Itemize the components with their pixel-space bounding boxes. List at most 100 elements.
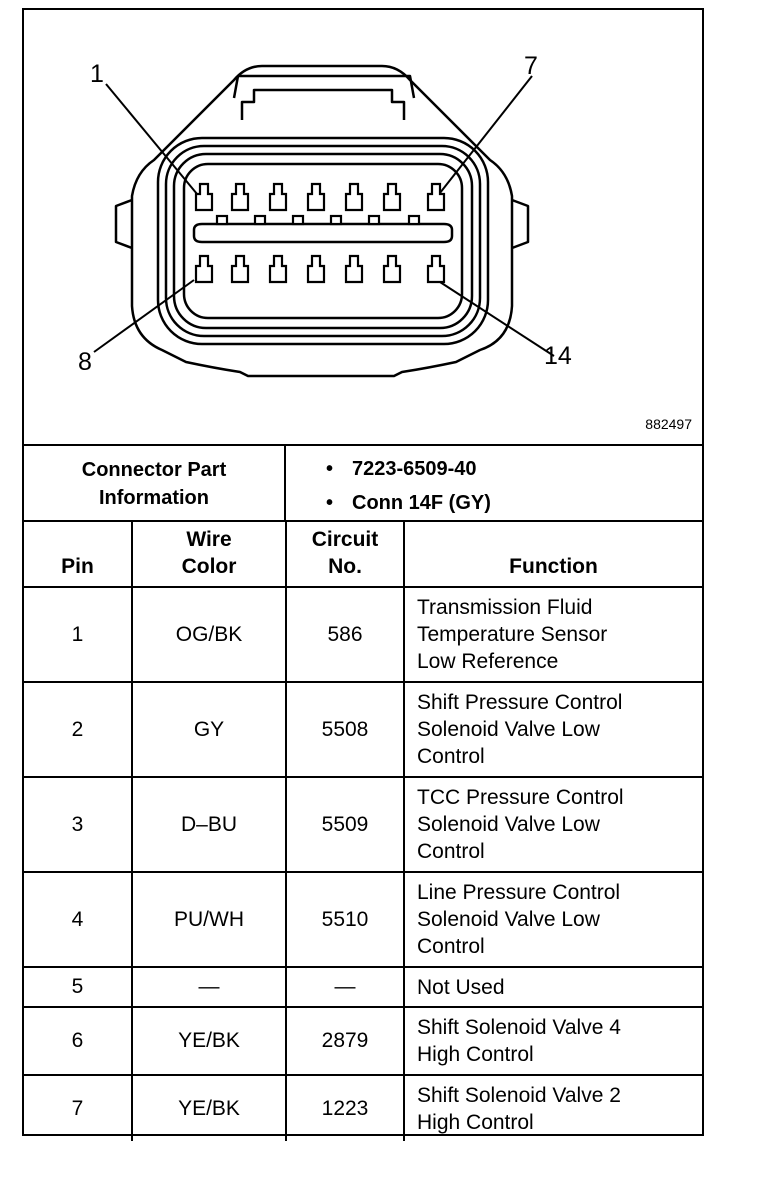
function-line: High Control <box>417 1110 534 1134</box>
pin-cell: 2 <box>24 681 133 778</box>
header-circuit-line1: Circuit <box>311 528 379 551</box>
wire-color-cell: GY <box>131 681 287 778</box>
circuit-cell: 5510 <box>285 871 405 968</box>
pin-cell: 3 <box>24 776 133 873</box>
function-cell: Not Used <box>403 966 702 1008</box>
pin-cavity-1 <box>194 182 214 212</box>
wire-color-cell: YE/BK <box>131 1074 287 1141</box>
pin-cavity-3 <box>268 182 288 212</box>
header-function: Function <box>403 520 702 588</box>
connector-face-drawing <box>93 64 555 378</box>
pin-cavity-10 <box>268 254 288 284</box>
connector-sheet: 1 7 8 14 882497 Connector Part Informati… <box>22 8 706 1141</box>
function-line: Solenoid Valve Low <box>417 813 600 836</box>
pin-cell: 5 <box>24 966 133 1008</box>
pin-cell: 1 <box>24 586 133 683</box>
pin-cavity-14 <box>426 254 446 284</box>
pin-cell: 7 <box>24 1074 133 1141</box>
pin-cell: 4 <box>24 871 133 968</box>
wire-color-cell: PU/WH <box>131 871 287 968</box>
callout-pin-14: 14 <box>544 342 572 370</box>
wire-color-cell: D–BU <box>131 776 287 873</box>
function-cell: Shift Solenoid Valve 4 High Control <box>403 1006 702 1076</box>
function-line: Shift Solenoid Valve 4 <box>417 1016 621 1039</box>
pin-cell: 6 <box>24 1006 133 1076</box>
pin-cavity-8 <box>194 254 214 284</box>
bullet-icon: • <box>326 492 334 514</box>
function-line: Solenoid Valve Low <box>417 908 600 931</box>
circuit-cell: — <box>285 966 405 1008</box>
circuit-cell: 2879 <box>285 1006 405 1076</box>
table-header-row: Pin Wire Color Circuit No. Function <box>24 520 702 588</box>
pin-cavity-7 <box>426 182 446 212</box>
pin-cavity-12 <box>344 254 364 284</box>
pin-cavity-11 <box>306 254 326 284</box>
bullet-icon: • <box>326 458 334 480</box>
function-line: Low Reference <box>417 650 559 673</box>
part-info-item: • Conn 14F (GY) <box>286 486 702 520</box>
rib-nub <box>407 214 421 226</box>
circuit-cell: 5508 <box>285 681 405 778</box>
header-circuit-line2: No. <box>328 555 362 578</box>
wire-color-cell: YE/BK <box>131 1006 287 1076</box>
pin-cavity-13 <box>382 254 402 284</box>
rib-nub <box>291 214 305 226</box>
rib-nub <box>367 214 381 226</box>
connector-description: Conn 14F (GY) <box>352 492 491 514</box>
wire-color-cell: OG/BK <box>131 586 287 683</box>
circuit-cell: 1223 <box>285 1074 405 1141</box>
connector-diagram: 1 7 8 14 882497 <box>24 10 706 444</box>
part-info-label: Connector Part Information <box>24 446 286 522</box>
function-line: Control <box>417 935 485 958</box>
part-info-label-line2: Information <box>99 487 209 509</box>
header-wire-color: Wire Color <box>131 520 287 588</box>
circuit-cell: 586 <box>285 586 405 683</box>
function-line: TCC Pressure Control <box>417 786 624 809</box>
pin-cavity-4 <box>306 182 326 212</box>
function-line: Control <box>417 840 485 863</box>
part-number: 7223-6509-40 <box>352 458 477 480</box>
header-circuit: Circuit No. <box>285 520 405 588</box>
wire-color-cell: — <box>131 966 287 1008</box>
callout-pin-1: 1 <box>90 60 104 88</box>
part-info-items: • 7223-6509-40 • Conn 14F (GY) <box>286 446 702 522</box>
figure-id: 882497 <box>645 416 692 432</box>
connector-part-info: Connector Part Information • 7223-6509-4… <box>24 444 702 522</box>
function-line: Transmission Fluid <box>417 596 593 619</box>
function-line: Shift Solenoid Valve 2 <box>417 1083 621 1107</box>
function-line: Control <box>417 745 485 768</box>
function-cell: Shift Solenoid Valve 2 High Control <box>403 1074 702 1141</box>
part-info-item: • 7223-6509-40 <box>286 452 702 486</box>
rib-nub <box>253 214 267 226</box>
function-line: High Control <box>417 1043 534 1066</box>
callout-pin-8: 8 <box>78 348 92 376</box>
header-wire-color-line2: Color <box>181 555 237 578</box>
pin-cavity-5 <box>344 182 364 212</box>
header-wire-color-line1: Wire <box>186 528 232 551</box>
pin-cavity-2 <box>230 182 250 212</box>
function-line: Temperature Sensor <box>417 623 608 646</box>
circuit-cell: 5509 <box>285 776 405 873</box>
header-pin: Pin <box>24 520 133 588</box>
pin-cavity-9 <box>230 254 250 284</box>
function-line: Not Used <box>417 975 505 999</box>
table-row: 5——Not Used <box>24 966 702 1008</box>
rib-nub <box>329 214 343 226</box>
pin-cavity-6 <box>382 182 402 212</box>
part-info-label-line1: Connector Part <box>81 459 227 481</box>
function-line: Line Pressure Control <box>417 881 621 904</box>
callout-pin-7: 7 <box>524 52 538 80</box>
function-line: Solenoid Valve Low <box>417 718 600 741</box>
rib-nub <box>215 214 229 226</box>
